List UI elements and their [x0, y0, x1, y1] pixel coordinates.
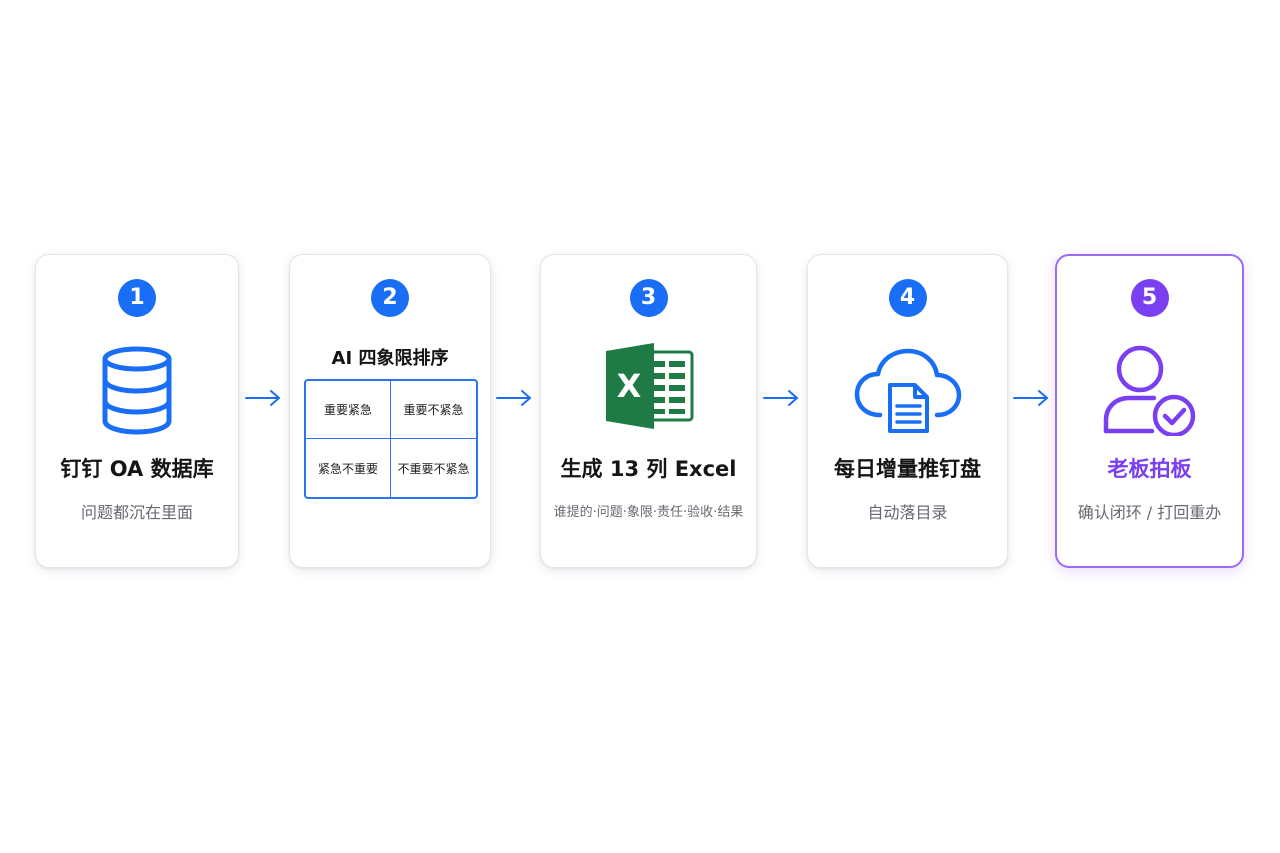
step-title: 老板拍板	[1107, 457, 1192, 481]
step-subtitle: 问题都沉在里面	[80, 503, 193, 522]
arrow-right-icon	[496, 390, 531, 406]
step-title: 钉钉 OA 数据库	[60, 457, 214, 481]
cloud-document-icon	[854, 348, 961, 433]
quadrant-important-not-urgent: 重要不紧急	[391, 381, 476, 439]
step-subtitle: 确认闭环 / 打回重办	[1077, 503, 1222, 522]
step-number-badge: 3	[629, 279, 668, 317]
step-subtitle: 谁提的·问题·象限·责任·验收·结果	[553, 505, 744, 520]
arrow-right-icon	[245, 390, 280, 406]
excel-icon: X	[605, 343, 693, 429]
user-check-icon	[1103, 345, 1195, 436]
step-title: AI 四象限排序	[331, 348, 449, 369]
step-card-daily-push: 4 每日增量推钉盘 自动落目录	[807, 254, 1008, 568]
arrow-right-icon	[1013, 390, 1048, 406]
step-number-badge: 2	[371, 279, 409, 317]
quadrant-urgent-not-important: 紧急不重要	[306, 439, 391, 497]
quadrant-grid: 重要紧急 重要不紧急 紧急不重要 不重要不紧急	[304, 379, 478, 499]
step-card-ai-quadrant: 2 AI 四象限排序 重要紧急 重要不紧急 紧急不重要 不重要不紧急	[289, 254, 491, 568]
excel-icon-letter: X	[616, 367, 641, 405]
database-icon	[102, 346, 172, 435]
quadrant-important-urgent: 重要紧急	[306, 381, 391, 439]
step-subtitle: 自动落目录	[867, 503, 948, 522]
step-title: 每日增量推钉盘	[834, 457, 981, 481]
step-number-badge: 1	[118, 279, 156, 317]
step-card-boss-decision: 5 老板拍板 确认闭环 / 打回重办	[1055, 254, 1244, 568]
step-title: 生成 13 列 Excel	[560, 457, 737, 481]
step-number-badge: 4	[888, 279, 927, 317]
arrow-right-icon	[763, 390, 798, 406]
step-number-badge: 5	[1130, 279, 1169, 317]
step-card-oa-database: 1 钉钉 OA 数据库 问题都沉在里面	[35, 254, 239, 568]
quadrant-not-important-not-urgent: 不重要不紧急	[397, 461, 470, 476]
step-card-excel: 3 X 生成 13 列 Excel 谁提的·问题·象限·责任·验收·结果	[540, 254, 757, 568]
